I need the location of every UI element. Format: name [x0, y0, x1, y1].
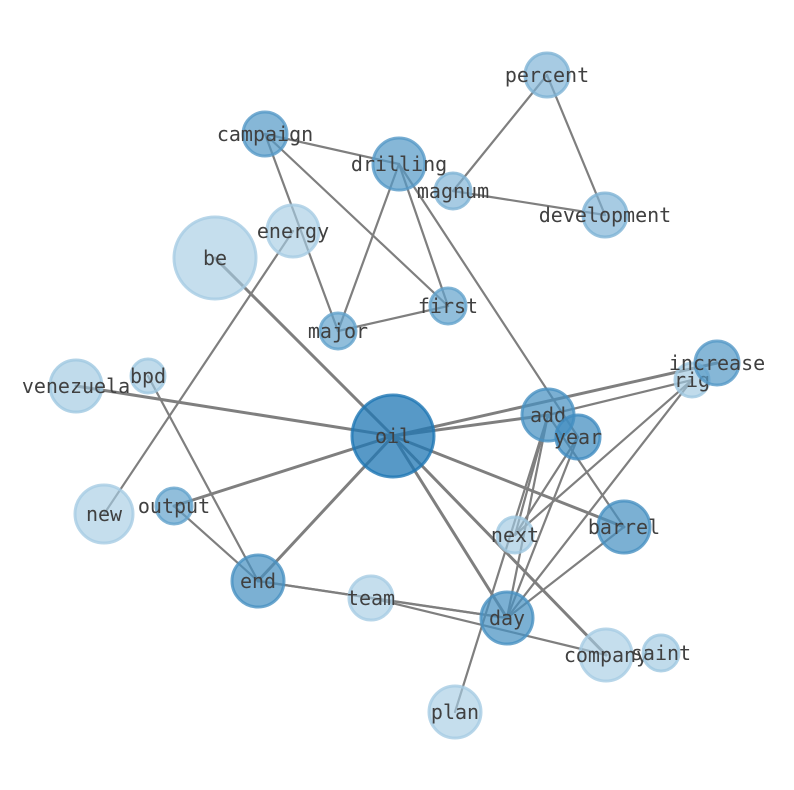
- node-circle-drilling: [371, 136, 427, 192]
- node-drilling: drilling: [351, 136, 447, 192]
- node-label-increase: increase: [669, 351, 765, 375]
- node-first: first: [418, 286, 478, 326]
- node-label-drilling: drilling: [351, 152, 447, 176]
- node-label-oil: oil: [375, 424, 411, 448]
- node-circle-increase: [693, 339, 741, 387]
- node-label-be: be: [203, 246, 227, 270]
- node-bpd: bpd: [129, 357, 167, 395]
- node-percent: percent: [505, 51, 589, 99]
- node-label-venezuela: venezuela: [22, 374, 130, 398]
- node-label-energy: energy: [257, 219, 329, 243]
- node-development: development: [539, 191, 671, 239]
- node-label-percent: percent: [505, 63, 589, 87]
- node-circle-next: [495, 515, 535, 555]
- node-major: major: [308, 311, 368, 351]
- node-circle-year: [554, 413, 602, 461]
- node-circle-campaign: [241, 110, 289, 158]
- node-company: company: [564, 627, 648, 683]
- edge-day-rig: [505, 378, 694, 620]
- node-circle-energy: [265, 203, 321, 259]
- node-label-company: company: [564, 643, 648, 667]
- node-circle-venezuela: [48, 358, 104, 414]
- node-label-new: new: [86, 502, 123, 526]
- node-circle-new: [73, 483, 135, 545]
- node-label-plan: plan: [431, 700, 479, 724]
- node-circle-end: [230, 553, 286, 609]
- node-circle-barrel: [596, 499, 652, 555]
- node-next: next: [491, 515, 539, 555]
- node-label-barrel: barrel: [588, 515, 660, 539]
- node-label-day: day: [489, 606, 525, 630]
- node-be: be: [172, 215, 258, 301]
- node-team: team: [347, 574, 395, 622]
- node-label-saint: saint: [631, 641, 691, 665]
- node-circle-development: [581, 191, 629, 239]
- node-saint: saint: [631, 633, 691, 673]
- node-campaign: campaign: [217, 110, 313, 158]
- node-circle-company: [578, 627, 634, 683]
- edge-magnum-development: [451, 189, 607, 217]
- edge-oil-venezuela: [74, 384, 395, 438]
- node-label-campaign: campaign: [217, 122, 313, 146]
- edge-percent-development: [545, 73, 607, 217]
- node-plan: plan: [427, 684, 483, 740]
- edge-next-rig: [513, 378, 694, 537]
- node-day: day: [479, 590, 535, 646]
- node-circle-magnum: [433, 171, 473, 211]
- node-circle-output: [154, 486, 194, 526]
- node-label-magnum: magnum: [417, 179, 489, 203]
- node-circle-first: [428, 286, 468, 326]
- node-magnum: magnum: [417, 171, 489, 211]
- node-circle-plan: [427, 684, 483, 740]
- node-circle-major: [318, 311, 358, 351]
- node-circle-be: [172, 215, 258, 301]
- edge-campaign-first: [263, 132, 450, 308]
- node-circle-oil: [350, 393, 436, 479]
- node-energy: energy: [257, 203, 329, 259]
- node-label-team: team: [347, 586, 395, 610]
- edge-energy-new: [102, 229, 295, 516]
- node-label-output: output: [138, 494, 210, 518]
- edge-day-year: [505, 435, 580, 620]
- node-circle-day: [479, 590, 535, 646]
- edge-bpd-end: [146, 374, 260, 583]
- node-year: year: [554, 413, 602, 461]
- edge-percent-magnum: [451, 73, 549, 193]
- edge-add-plan: [453, 413, 550, 714]
- node-add: add: [520, 387, 576, 443]
- node-label-bpd: bpd: [130, 364, 166, 388]
- node-circle-team: [347, 574, 395, 622]
- node-barrel: barrel: [588, 499, 660, 555]
- node-circle-percent: [523, 51, 571, 99]
- node-new: new: [73, 483, 135, 545]
- node-label-development: development: [539, 203, 671, 227]
- node-oil: oil: [350, 393, 436, 479]
- node-venezuela: venezuela: [22, 358, 130, 414]
- edge-drilling-major: [336, 162, 401, 333]
- node-circle-saint: [641, 633, 681, 673]
- node-circle-bpd: [129, 357, 167, 395]
- node-label-year: year: [554, 425, 602, 449]
- node-label-first: first: [418, 294, 478, 318]
- node-label-major: major: [308, 319, 368, 343]
- node-label-end: end: [240, 569, 276, 593]
- node-label-next: next: [491, 523, 539, 547]
- node-end: end: [230, 553, 286, 609]
- node-increase: increase: [669, 339, 765, 387]
- node-output: output: [138, 486, 210, 526]
